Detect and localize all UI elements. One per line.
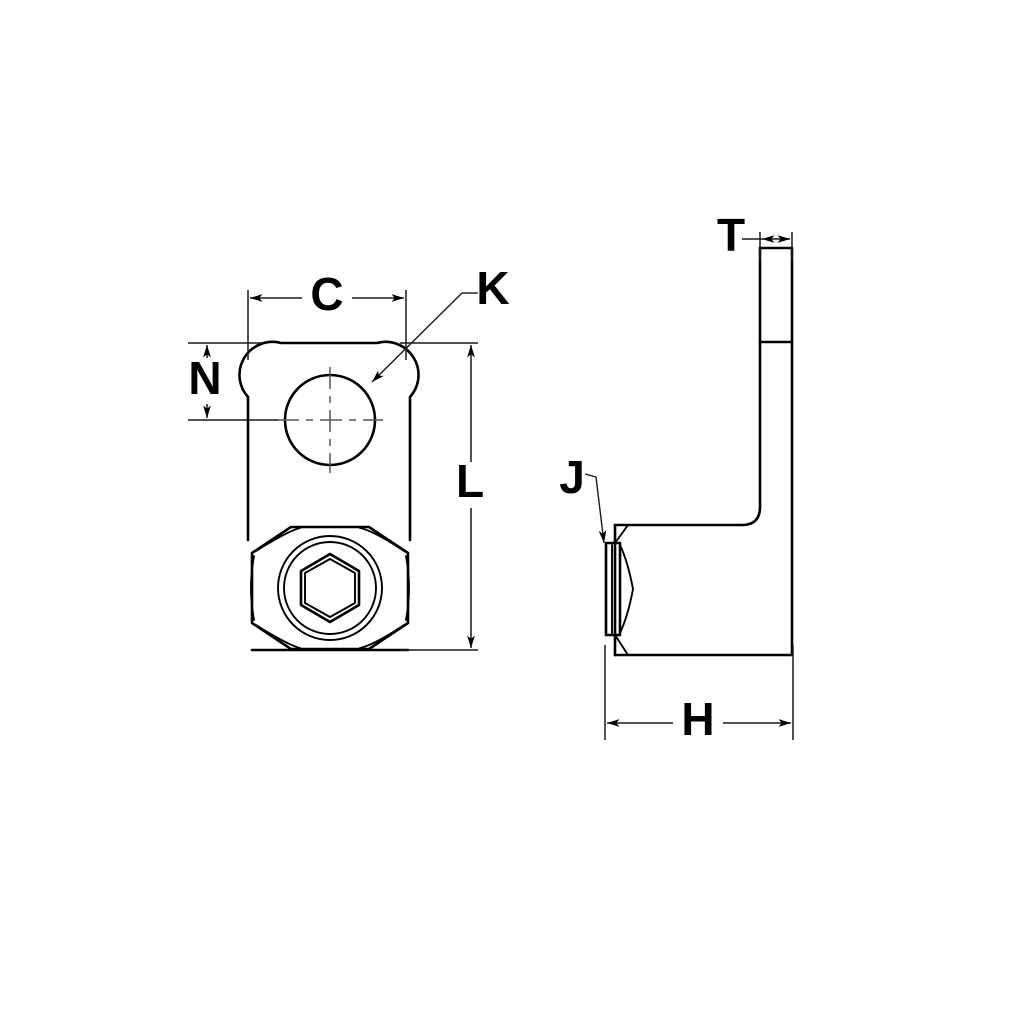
dimension-K-label: K: [476, 262, 509, 314]
hex-socket-recess-inner: [304, 558, 356, 618]
hex-nut-body: [250, 525, 410, 651]
hex-head-chamfer-top: [614, 524, 629, 544]
front-view: [238, 340, 420, 652]
dimension-J-leader-shoulder: [584, 473, 597, 478]
dimension-L: L: [400, 342, 484, 651]
front-plate-outline: [238, 340, 420, 542]
fastener-inner-circle: [283, 541, 377, 635]
dimension-K: K: [371, 262, 510, 383]
dimension-N: N: [188, 342, 278, 421]
hex-socket-recess: [299, 552, 361, 624]
dimension-J-label: J: [559, 451, 585, 503]
dimension-H: H: [604, 645, 794, 745]
dimension-H-label: H: [681, 693, 714, 745]
fastener-outer-circle: [277, 535, 383, 641]
side-view: [604, 246, 794, 657]
dimension-C: C: [247, 268, 407, 360]
dimension-T: T: [717, 209, 793, 262]
hex-head-flank: [619, 544, 634, 634]
dimension-C-label: C: [310, 268, 343, 320]
hex-head-chamfer-bottom: [614, 634, 629, 656]
hex-head-protrusion: [604, 524, 634, 656]
hex-head-outer-profile: [604, 541, 622, 637]
dimension-T-label: T: [717, 209, 745, 261]
dimension-K-leader: [371, 292, 463, 383]
side-base-leg: [613, 523, 794, 657]
dimension-J: J: [559, 451, 607, 544]
side-vertical-arm: [740, 246, 794, 657]
dimension-N-label: N: [188, 352, 221, 404]
dimension-J-leader: [595, 476, 607, 544]
dimension-L-label: L: [456, 455, 484, 507]
side-arm-inner-fillet: [740, 340, 762, 527]
